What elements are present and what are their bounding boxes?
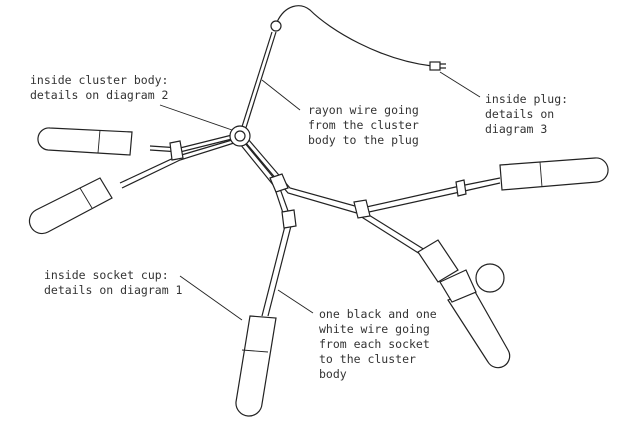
connectors [169, 140, 467, 229]
rayon-wire-label: rayon wire going from the cluster body t… [308, 103, 419, 147]
socket-cup-label: inside socket cup: details on diagram 1 [44, 268, 183, 297]
cluster-body [229, 125, 251, 147]
plug-label: inside plug: details on diagram 3 [485, 92, 569, 136]
leader-lines [159, 71, 481, 321]
socket-left-upper [37, 127, 133, 156]
socket-bottom [235, 315, 277, 417]
socket-right-lower [417, 239, 511, 369]
cluster-body-label: inside cluster body: details on diagram … [30, 73, 169, 102]
socket-left-lower [28, 177, 113, 235]
socket-right-upper [499, 157, 609, 191]
wires-label: one black and one white wire going from … [319, 307, 437, 381]
rayon-wire [239, 5, 433, 135]
plug-icon [429, 61, 446, 71]
